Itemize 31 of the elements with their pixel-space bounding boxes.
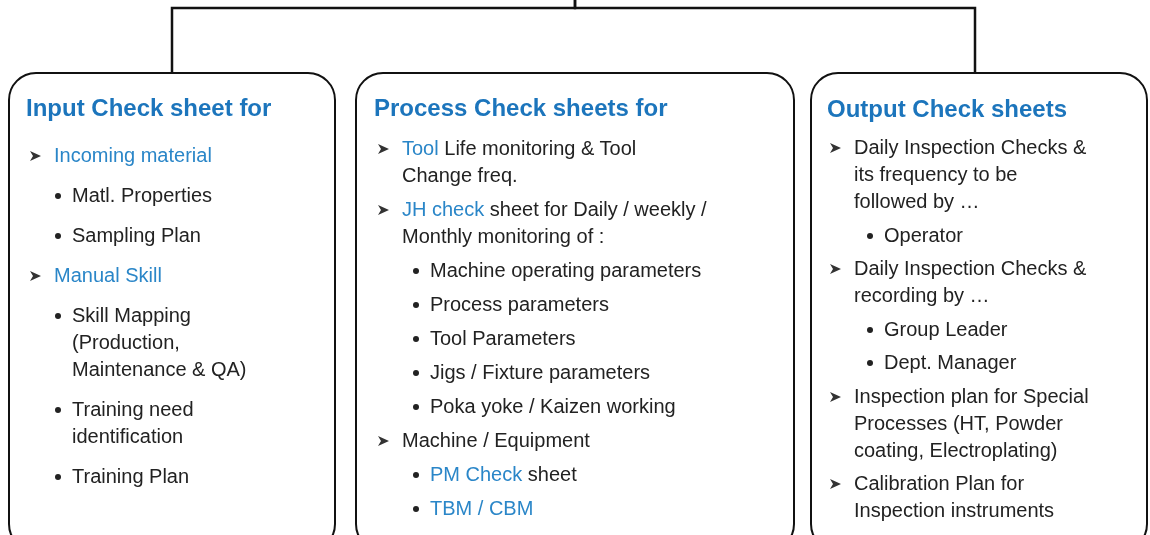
list-item: Training need identification: [72, 397, 195, 449]
list-item: Incoming material: [54, 143, 212, 168]
list-item: Sampling Plan: [72, 223, 201, 248]
list-item: Process parameters: [430, 292, 609, 317]
list-item: JH check sheet for Daily / weekly / Monthly monitoring of :: [402, 197, 708, 249]
list-item: Skill Mapping (Production, Maintenance & QA): [72, 303, 248, 382]
list-item: Poka yoke / Kaizen working: [430, 394, 676, 419]
panel-heading: Process Check sheets for: [374, 94, 668, 122]
list-item: Inspection plan for Special Processes (HT, Powder coating, Electroplating): [854, 383, 1090, 463]
card-panel: [8, 72, 336, 535]
list-item: Tool Parameters: [430, 326, 576, 351]
list-item: Dept. Manager: [884, 350, 1017, 375]
panel-heading: Input Check sheet for: [26, 94, 272, 122]
list-item: Calibration Plan for Inspection instruments: [854, 471, 1056, 523]
list-item: Operator: [884, 222, 963, 248]
list-item: Tool Life monitoring & Tool Change freq.: [402, 136, 638, 188]
list-item: Machine operating parameters: [430, 258, 702, 283]
list-item: Group Leader: [884, 316, 1008, 342]
list-item: Training Plan: [72, 464, 190, 489]
list-item: Machine / Equipment: [402, 428, 590, 453]
list-item: PM Check sheet: [430, 462, 577, 487]
card-panel: [355, 72, 795, 535]
panel-heading: Output Check sheets: [827, 95, 1068, 123]
list-item: Manual Skill: [54, 263, 162, 288]
card-panel: [810, 72, 1148, 535]
list-item: Matl. Properties: [72, 183, 213, 208]
connector-line: [573, 0, 977, 72]
list-item: Daily Inspection Checks & recording by …: [854, 256, 1088, 308]
list-item: Jigs / Fixture parameters: [430, 360, 651, 385]
list-item: TBM / CBM: [430, 496, 534, 521]
list-item: Daily Inspection Checks & its frequency to be followed by …: [854, 135, 1088, 214]
